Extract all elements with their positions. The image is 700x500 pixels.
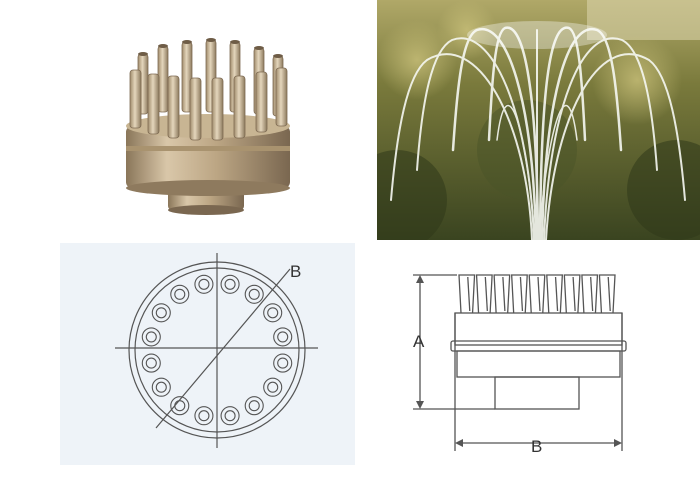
width-label: B	[531, 437, 542, 456]
nozzle-outline	[151, 303, 171, 323]
side-nozzle-tube	[458, 274, 476, 314]
nozzle-bore	[174, 288, 186, 300]
nozzle-outline	[141, 353, 161, 373]
nozzle-outline	[244, 284, 264, 304]
nozzle-bore	[155, 381, 167, 393]
nozzle-outline	[273, 353, 293, 373]
side-nozzle-bore	[502, 276, 506, 312]
nozzle-bore	[248, 400, 260, 412]
side-nozzle-bore	[572, 276, 576, 312]
nozzle-bore	[198, 278, 210, 290]
nozzle-bore	[198, 410, 210, 422]
nozzle-bore	[224, 278, 236, 290]
nozzle-bore	[277, 331, 289, 343]
nozzle-outline	[273, 327, 293, 347]
nozzle-outline	[170, 284, 190, 304]
side-nozzle-bore	[519, 276, 524, 312]
diameter-label: B	[290, 262, 301, 281]
side-nozzle-tube	[598, 274, 616, 314]
nozzle-bore	[174, 400, 186, 412]
nozzle-bore	[145, 357, 157, 369]
nozzle-bore	[155, 307, 167, 319]
fountain-photo	[377, 0, 700, 240]
side-nozzle-tube	[546, 274, 564, 314]
height-label: A	[413, 332, 425, 351]
side-nozzle-tube	[581, 274, 599, 314]
side-nozzle-tube	[510, 274, 528, 314]
nozzle-ring	[141, 274, 293, 426]
nozzle-outline	[194, 274, 214, 294]
nozzle-outline	[220, 406, 240, 426]
side-nozzle-bore	[484, 276, 488, 312]
side-nozzle-bore	[537, 276, 541, 312]
nozzle-outline	[141, 327, 161, 347]
product-photo	[110, 30, 310, 220]
nozzle-bore	[267, 307, 279, 319]
nozzle-bore	[248, 288, 260, 300]
nozzle-outline	[220, 274, 240, 294]
top-view-drawing: B	[60, 243, 355, 465]
nozzle-outline	[151, 377, 171, 397]
side-nozzle-tube	[563, 274, 581, 314]
side-nozzle-bore	[467, 276, 471, 312]
side-view-drawing: A B	[385, 243, 700, 465]
nozzle-outline	[263, 377, 283, 397]
nozzle-bore	[277, 357, 289, 369]
nozzle-outline	[194, 406, 214, 426]
side-nozzle-tube	[475, 274, 493, 314]
side-nozzle-bore	[554, 276, 559, 312]
side-nozzle-tube	[493, 274, 511, 314]
side-nozzle-tube	[528, 274, 546, 314]
side-nozzle-bore	[590, 276, 594, 312]
side-nozzle-bore	[607, 276, 611, 312]
nozzle-outline	[244, 396, 264, 416]
nozzle-bore	[267, 381, 279, 393]
nozzle-outline	[263, 303, 283, 323]
nozzle-bore	[145, 331, 157, 343]
nozzle-outline	[170, 396, 190, 416]
nozzle-bore	[224, 410, 236, 422]
